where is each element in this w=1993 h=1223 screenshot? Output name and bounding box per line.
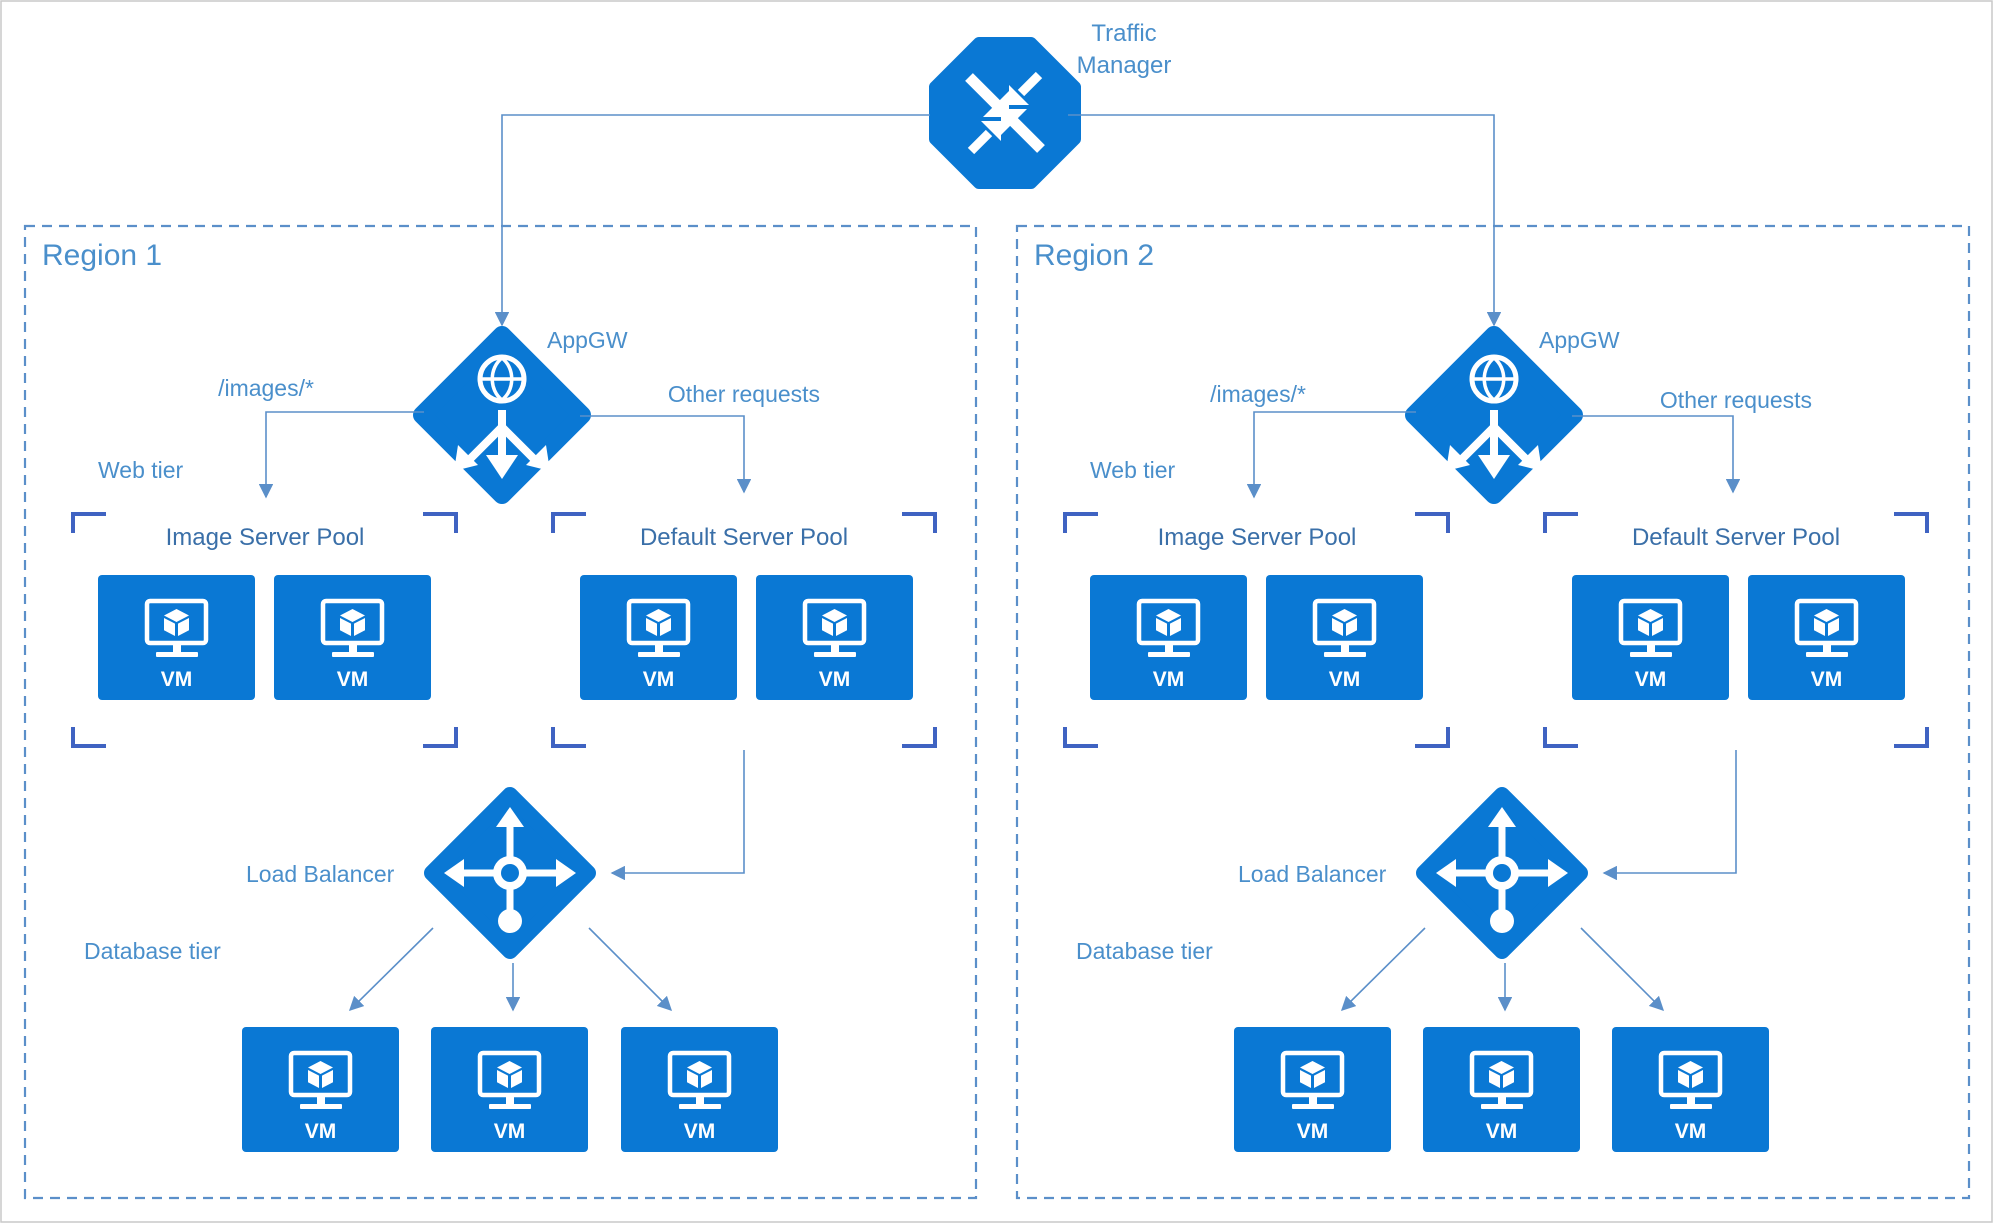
vm-tile: VM [1266, 575, 1423, 700]
vm-label: VM [1811, 668, 1843, 691]
pool-to-lb-connector [1602, 750, 1737, 881]
pool-title: Image Server Pool [1158, 524, 1357, 551]
vm-label: VM [819, 668, 851, 691]
vm-label: VM [1635, 668, 1667, 691]
lb-to-db-connector [588, 927, 673, 1012]
traffic-manager: Traffic Manager [494, 20, 1502, 327]
images-route-connector [258, 411, 424, 499]
traffic-manager-label-line2: Manager [1077, 52, 1172, 79]
region-title: Region 2 [1034, 239, 1154, 272]
load-balancer-label: Load Balancer [246, 861, 395, 887]
vm-tile: VM [274, 575, 431, 700]
default-server-pool: Default Server Pool VM VM [1543, 512, 1929, 748]
region-boundary [1015, 224, 1971, 1200]
database-tier-label: Database tier [1076, 938, 1213, 964]
tm-to-region2-connector [1068, 114, 1502, 327]
vm-label: VM [1153, 668, 1185, 691]
web-tier-label: Web tier [1090, 457, 1176, 483]
database-vms: VM VM VM [242, 1027, 778, 1152]
vm-tile: VM [756, 575, 913, 700]
vm-label: VM [161, 668, 193, 691]
pool-title: Default Server Pool [640, 524, 848, 551]
other-route-connector [580, 415, 752, 494]
image-server-pool: Image Server Pool VM VM [71, 512, 458, 748]
vm-label: VM [1329, 668, 1361, 691]
app-gateway-label: AppGW [547, 327, 628, 353]
vm-tile: VM [431, 1027, 588, 1152]
vm-tile: VM [1572, 575, 1729, 700]
region-1: Region 1 AppGW /images/* Other requests … [23, 224, 978, 1200]
vm-tile: VM [1748, 575, 1905, 700]
vm-label: VM [684, 1120, 716, 1143]
pool-title: Image Server Pool [166, 524, 365, 551]
vm-label: VM [643, 668, 675, 691]
vm-tile: VM [1090, 575, 1247, 700]
image-server-pool: Image Server Pool VM VM [1063, 512, 1450, 748]
vm-label: VM [1675, 1120, 1707, 1143]
pool-to-lb-connector [610, 750, 745, 881]
vm-tile: VM [580, 575, 737, 700]
database-vms: VM VM VM [1234, 1027, 1769, 1152]
vm-tile: VM [1612, 1027, 1769, 1152]
load-balancer-icon [432, 795, 588, 951]
vm-label: VM [1297, 1120, 1329, 1143]
vm-label: VM [1486, 1120, 1518, 1143]
images-route-label: /images/* [218, 375, 314, 401]
traffic-manager-icon [929, 37, 1081, 189]
app-gateway: AppGW [422, 327, 628, 495]
app-gateway-label: AppGW [1539, 327, 1620, 353]
vm-label: VM [337, 668, 369, 691]
web-tier-label: Web tier [98, 457, 184, 483]
pool-frame [1543, 512, 1929, 748]
vm-tile: VM [1423, 1027, 1580, 1152]
other-route-label: Other requests [1660, 387, 1812, 413]
lb-to-db-connector [348, 927, 434, 1012]
other-route-connector [1572, 415, 1741, 494]
pool-frame [71, 512, 458, 748]
vm-tile: VM [98, 575, 255, 700]
app-gateway-icon [422, 335, 582, 495]
vm-tile: VM [242, 1027, 399, 1152]
pool-title: Default Server Pool [1632, 524, 1840, 551]
load-balancer: Load Balancer [246, 795, 588, 951]
load-balancer-label: Load Balancer [1238, 861, 1387, 887]
traffic-manager-label-line1: Traffic [1091, 20, 1156, 47]
vm-tile: VM [1234, 1027, 1391, 1152]
images-route-connector [1246, 411, 1416, 499]
app-gateway: AppGW [1414, 327, 1620, 495]
app-gateway-icon [1414, 335, 1574, 495]
pool-frame [551, 512, 937, 748]
region-boundary [23, 224, 978, 1200]
images-route-label: /images/* [1210, 381, 1306, 407]
default-server-pool: Default Server Pool VM VM [551, 512, 937, 748]
vm-label: VM [494, 1120, 526, 1143]
lb-to-db-connector [1580, 927, 1665, 1012]
tm-to-region1-connector [494, 114, 930, 327]
database-tier-label: Database tier [84, 938, 221, 964]
load-balancer-icon [1424, 795, 1580, 951]
region-2: Region 2 AppGW /images/* Other requests … [1015, 224, 1971, 1200]
vm-tile: VM [621, 1027, 778, 1152]
load-balancer: Load Balancer [1238, 795, 1580, 951]
region-title: Region 1 [42, 239, 162, 272]
lb-to-db-connector [1340, 927, 1426, 1012]
other-route-label: Other requests [668, 381, 820, 407]
vm-label: VM [305, 1120, 337, 1143]
pool-frame [1063, 512, 1450, 748]
